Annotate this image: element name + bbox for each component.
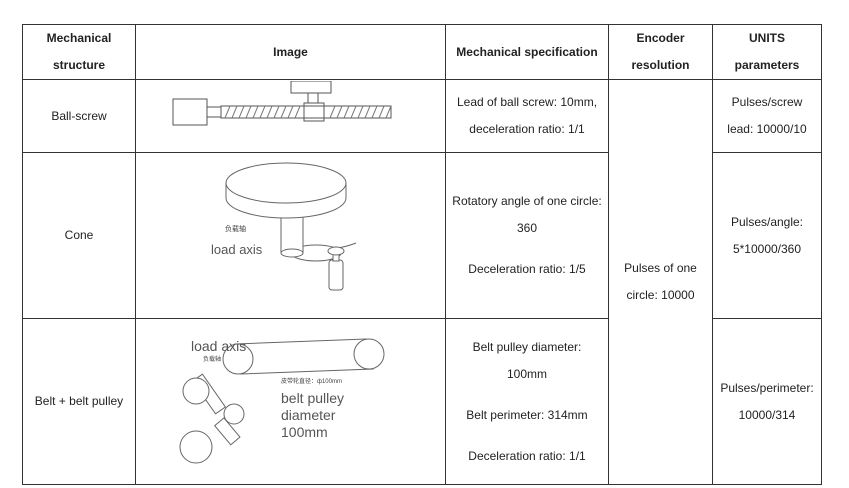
spec-cell: Belt pulley diameter: 100mm Belt perimet… [445, 318, 609, 485]
spec-cell: Rotatory angle of one circle: 360 Decele… [445, 152, 609, 319]
screw-thread-line [329, 105, 335, 119]
screw-thread-line [336, 105, 342, 119]
screw-thread-line [238, 105, 244, 119]
pulley-diameter-label-1: belt pulley [281, 390, 344, 406]
image-cell [135, 79, 446, 153]
motor-block [172, 98, 207, 126]
screw-thread-line [259, 105, 265, 119]
structure-cell: Ball-screw [22, 79, 136, 153]
pulley-diameter-label-3: 100mm [281, 424, 328, 440]
screw-thread-line [385, 105, 391, 119]
load-wheel [182, 377, 209, 405]
header-row: Mechanical structure Image Mechanical sp… [22, 24, 822, 80]
belt [234, 338, 374, 375]
units-cell: Pulses/angle: 5*10000/360 [712, 152, 822, 319]
header-units-parameters: UNITS parameters [712, 24, 822, 80]
motor-wheel [179, 430, 212, 464]
screw-thread-line [231, 105, 237, 119]
left-pulley [222, 343, 253, 375]
turntable-top [225, 162, 346, 204]
screw-thread-line [245, 105, 251, 119]
screw-thread-line [364, 105, 370, 119]
image-cell: load axis 负载轴 皮带轮直径：ф100mm belt pulley d… [135, 318, 446, 485]
coupling [206, 106, 221, 118]
pulley-diameter-label-2: diameter [281, 407, 336, 423]
screw-thread-line [371, 105, 377, 119]
ball-screw-illustration [172, 80, 391, 126]
screw-thread-line [273, 105, 279, 119]
structure-cell: Belt + belt pulley [22, 318, 136, 485]
header-mechanical-structure: Mechanical structure [22, 24, 136, 80]
load-axis-cn-label: 负载轴 [203, 355, 221, 363]
units-cell: Pulses/perimeter: 10000/314 [712, 318, 822, 485]
pulley-diameter-cn-label: 皮带轮直径：ф100mm [281, 377, 342, 385]
screw-thread-line [357, 105, 363, 119]
screw-shaft [220, 105, 391, 119]
load-axis-cn-label: 负载轴 [225, 224, 246, 233]
header-encoder-resolution: Encoder resolution [608, 24, 713, 80]
screw-thread-line [350, 105, 356, 119]
screw-thread-line [252, 105, 258, 119]
header-image: Image [135, 24, 446, 80]
screw-thread-line [224, 105, 230, 119]
table-row-ball-screw: Ball-screw Lead of ball screw: 10mm, dec… [22, 79, 822, 485]
motor-body [328, 259, 343, 291]
load-axis-label: load axis [191, 338, 246, 354]
screw-thread-line [266, 105, 272, 119]
table-row-cone: Cone 负载轴 load axis Rotatory angl [22, 152, 822, 319]
screw-thread-line [280, 105, 286, 119]
screw-thread-line [294, 105, 300, 119]
right-pulley [353, 338, 384, 370]
units-cell: Pulses/screw lead: 10000/10 [712, 79, 822, 153]
mechanical-spec-table: Mechanical structure Image Mechanical sp… [22, 24, 822, 485]
screw-thread-line [343, 105, 349, 119]
structure-cell: Cone [22, 152, 136, 319]
belt-pulley-illustration: load axis 负载轴 皮带轮直径：ф100mm belt pulley d… [179, 338, 384, 464]
screw-thread-line [378, 105, 384, 119]
spec-cell: Lead of ball screw: 10mm, deceleration r… [445, 79, 609, 153]
encoder-resolution-cell: Pulses of one circle: 10000 [608, 79, 713, 485]
screw-thread-line [287, 105, 293, 119]
header-mechanical-specification: Mechanical specification [445, 24, 609, 80]
slider-plate [290, 80, 331, 94]
table-row-belt-pulley: Belt + belt pulley load axis 负载轴 皮带轮直径：ф… [22, 318, 822, 485]
load-axis-label: load axis [211, 242, 263, 257]
cone-illustration: 负载轴 load axis [211, 162, 356, 291]
image-cell: 负载轴 load axis [135, 152, 446, 319]
